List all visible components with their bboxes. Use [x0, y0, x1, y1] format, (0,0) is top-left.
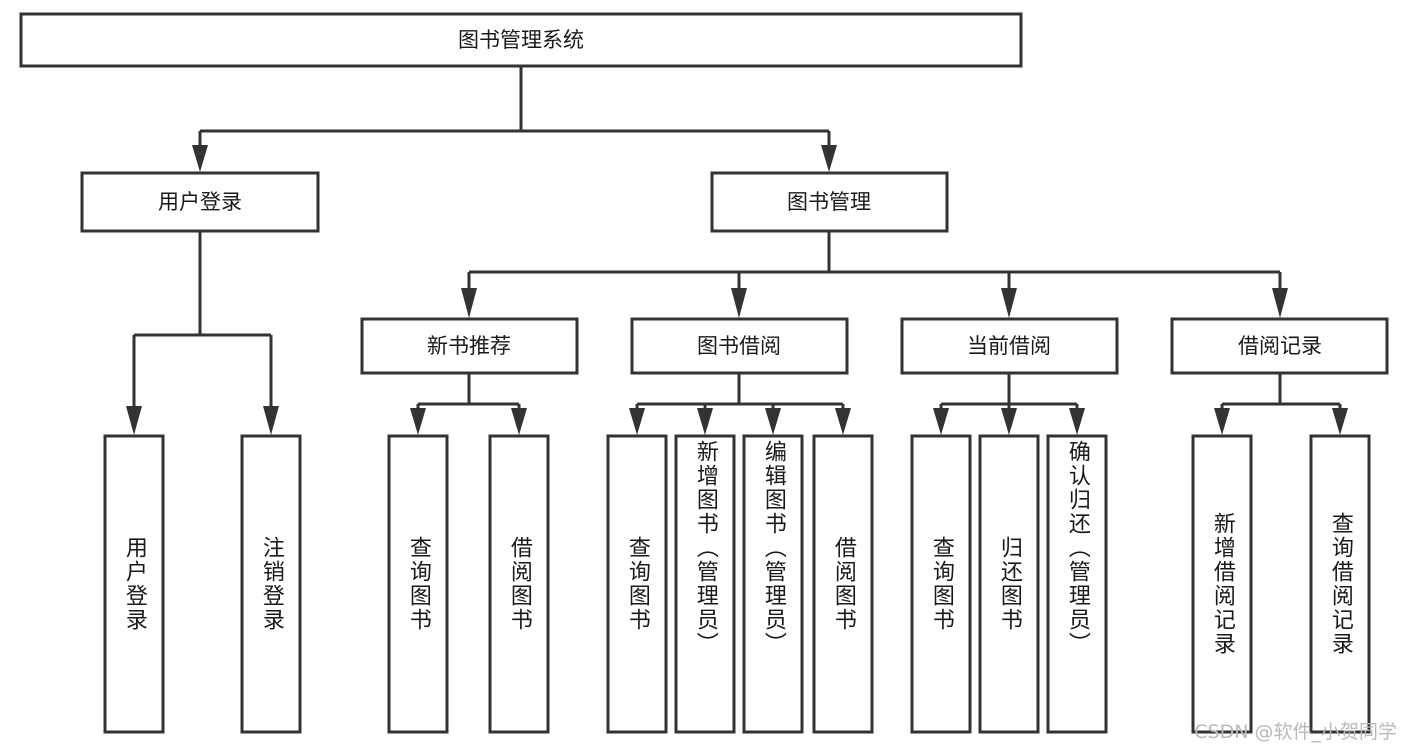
leaf-box-current-borrow-2[interactable]: [978, 434, 1040, 734]
leaf-box-new-book-rec-1[interactable]: [387, 434, 449, 734]
leaf-box-current-borrow-3[interactable]: [1046, 434, 1108, 734]
arrow-current-borrow-leaf-1: [933, 408, 949, 435]
node-root-box: [19, 12, 1023, 68]
arrow-to-borrow-record: [1272, 288, 1288, 318]
node-root-label: 图书管理系统: [458, 28, 584, 52]
arrow-borrow-record-leaf-1: [1214, 408, 1230, 435]
leaf-box-borrow-record-2[interactable]: [1309, 434, 1371, 734]
arrow-to-user-login: [192, 145, 208, 172]
arrow-user-login-leaf-1: [126, 406, 142, 435]
node-borrow-record[interactable]: 借阅记录: [1170, 317, 1389, 375]
node-root[interactable]: 图书管理系统: [19, 12, 1023, 68]
node-current-borrow-box: [900, 317, 1119, 375]
node-current-borrow[interactable]: 当前借阅: [900, 317, 1119, 375]
leaf-box-book-borrow-2[interactable]: [674, 434, 736, 734]
leaf-box-user-login-2[interactable]: [240, 434, 302, 734]
leaf-box-book-borrow-3[interactable]: [742, 434, 804, 734]
arrow-new-book-rec-leaf-2: [511, 408, 527, 435]
node-book-manage[interactable]: 图书管理: [710, 171, 949, 233]
node-book-manage-box: [710, 171, 949, 233]
node-user-login-label: 用户登录: [158, 190, 242, 214]
node-borrow-record-box: [1170, 317, 1389, 375]
node-borrow-record-label: 借阅记录: [1238, 334, 1322, 358]
arrow-to-new-book-rec: [461, 288, 477, 318]
node-book-borrow[interactable]: 图书借阅: [630, 317, 849, 375]
arrow-user-login-leaf-2: [263, 406, 279, 435]
leaf-box-current-borrow-1[interactable]: [910, 434, 972, 734]
arrow-book-borrow-leaf-1: [629, 408, 645, 435]
leaf-box-user-login-1[interactable]: [103, 434, 165, 734]
arrow-borrow-record-leaf-2: [1332, 408, 1348, 435]
arrow-to-current-borrow: [1001, 288, 1017, 318]
node-user-login-box: [80, 171, 320, 233]
arrow-current-borrow-leaf-3: [1069, 408, 1085, 435]
leaf-box-borrow-record-1[interactable]: [1191, 434, 1253, 734]
arrow-book-borrow-leaf-4: [835, 408, 851, 435]
node-book-manage-label: 图书管理: [787, 190, 871, 214]
arrow-current-borrow-leaf-2: [1001, 408, 1017, 435]
node-user-login[interactable]: 用户登录: [80, 171, 320, 233]
arrow-to-book-borrow: [731, 288, 747, 318]
arrow-to-book-manage: [821, 145, 837, 172]
node-book-borrow-box: [630, 317, 849, 375]
leaf-box-book-borrow-1[interactable]: [606, 434, 668, 734]
arrow-book-borrow-leaf-3: [765, 408, 781, 435]
node-new-book-rec-box: [360, 317, 579, 375]
node-current-borrow-label: 当前借阅: [967, 334, 1051, 358]
leaf-box-book-borrow-4[interactable]: [812, 434, 874, 734]
watermark-text: CSDN @软件_小贺同学: [1194, 721, 1397, 743]
node-new-book-rec-label: 新书推荐: [427, 334, 511, 358]
node-new-book-rec[interactable]: 新书推荐: [360, 317, 579, 375]
node-book-borrow-label: 图书借阅: [697, 334, 781, 358]
arrow-new-book-rec-leaf-1: [410, 408, 426, 435]
arrow-book-borrow-leaf-2: [697, 408, 713, 435]
leaf-box-new-book-rec-2[interactable]: [488, 434, 550, 734]
